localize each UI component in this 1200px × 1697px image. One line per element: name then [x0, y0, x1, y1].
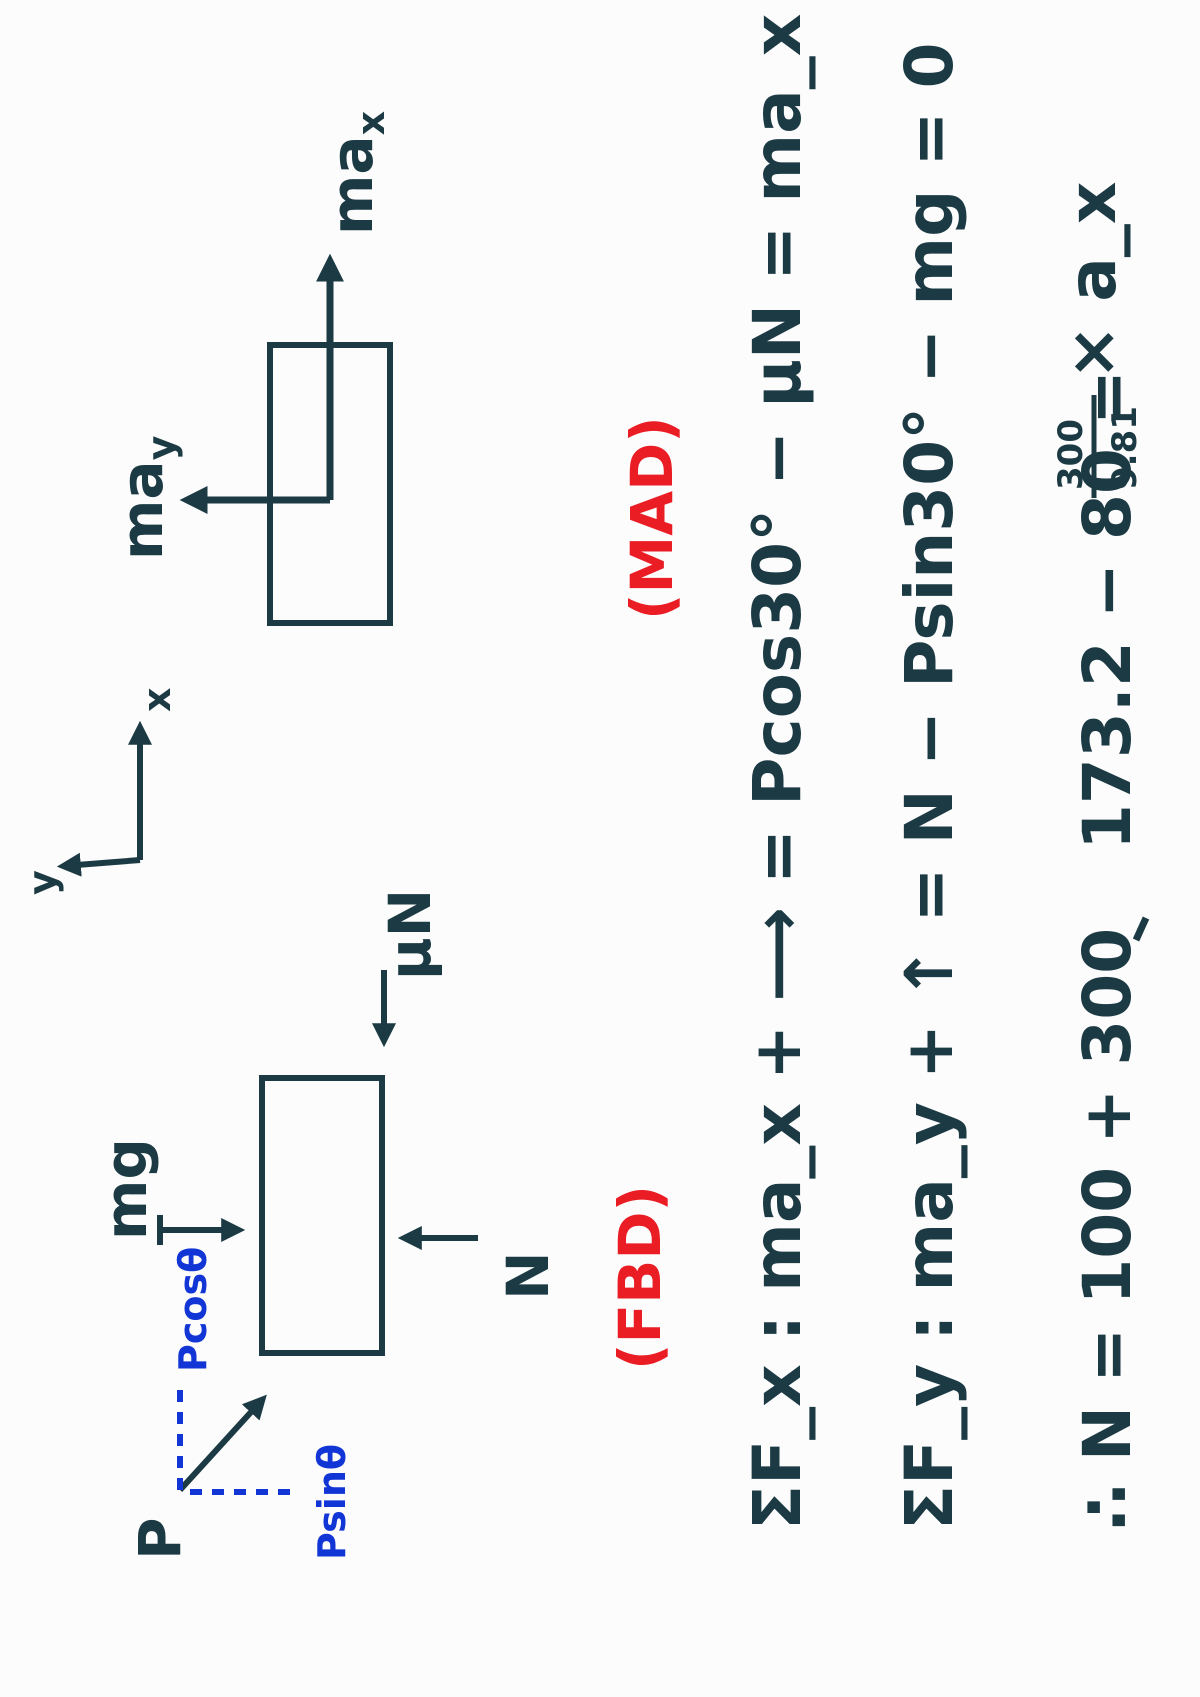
fbd-tag: (FBD) [606, 1185, 674, 1370]
equation-ax-term: × a_x [1054, 182, 1131, 380]
equations: ΣF_x : ma_x + ⟶ = Pcos30° − μN = ma_x ΣF… [739, 14, 1150, 1530]
comma-mark [1132, 916, 1150, 942]
y-axis-line [56, 852, 141, 877]
pcos-component-label: Pcosθ [171, 1247, 215, 1372]
coordinate-axes: x y [20, 687, 179, 895]
fbd-block [259, 1075, 385, 1356]
equation-sum-fx: ΣF_x : ma_x + ⟶ = Pcos30° − μN = ma_x [739, 14, 816, 1530]
may-label: mma_yay [108, 435, 183, 560]
x-axis-label: x [135, 687, 179, 712]
psin-component-label: Psinθ [310, 1444, 354, 1560]
normal-force-label: N [494, 1251, 562, 1300]
mad-tag: (MAD) [618, 416, 686, 620]
fraction-numerator: 300 [1051, 419, 1091, 490]
equation-acceleration: 173.2 − 80 = [1069, 370, 1146, 850]
mg-label: mg [92, 1138, 160, 1240]
fraction-denominator: 9.81 [1105, 406, 1145, 490]
mass-acceleration-diagram: mma_yay max (MAD) [108, 111, 686, 626]
max-label: max [318, 111, 393, 235]
applied-force-label: P [126, 1517, 194, 1560]
friction-label: μN [376, 889, 444, 980]
equation-normal-result: ∴ N = 100 + 300 [1069, 928, 1146, 1530]
applied-force-arrow [177, 1394, 267, 1493]
free-body-diagram: mg N μN P Pcosθ Psinθ (FBD) [92, 889, 674, 1560]
y-axis-label: y [20, 870, 64, 895]
equation-sum-fy: ΣF_y : ma_y + ↑ = N − Psin30° − mg = 0 [891, 42, 968, 1530]
